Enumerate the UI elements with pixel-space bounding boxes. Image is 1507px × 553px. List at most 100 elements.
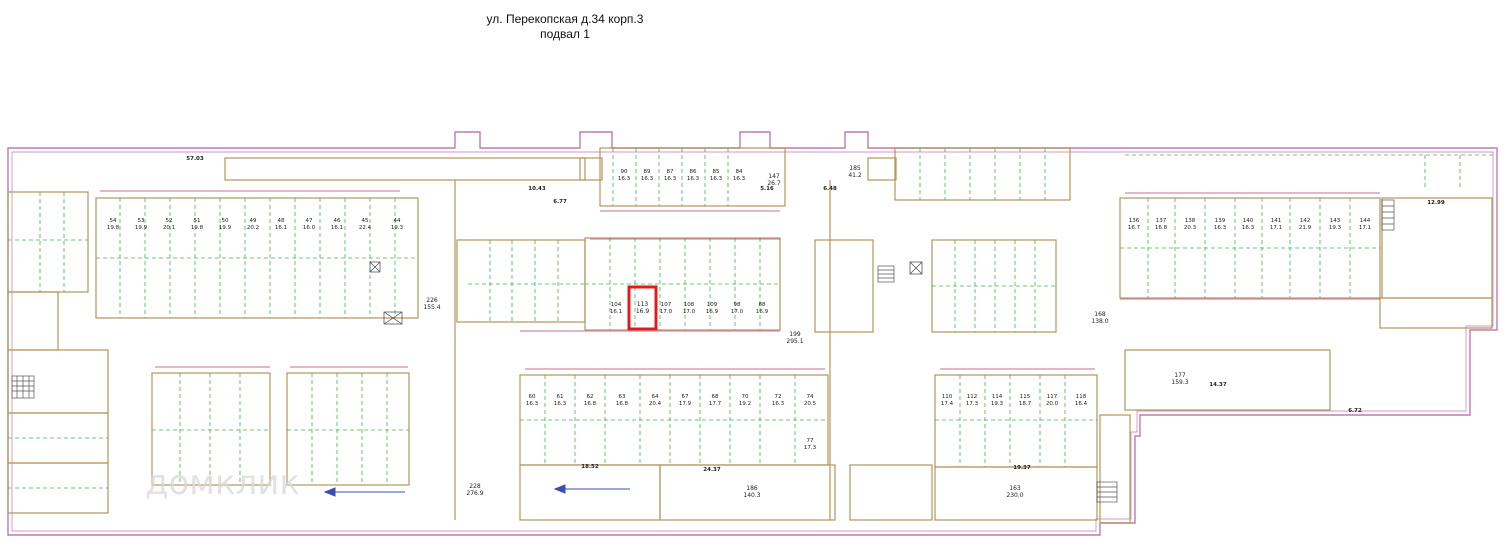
room-area: 19.3	[991, 401, 1004, 407]
highlighted-room-frame[interactable]	[627, 285, 658, 331]
room-row-south-east: 110 17.4 112 17.3 114 19.3 115 18.7 117 …	[941, 394, 1088, 407]
room-id: 52	[166, 218, 173, 224]
room-area: 16.8	[1155, 225, 1168, 231]
room-id: 77	[807, 438, 814, 444]
room-id: 63	[619, 394, 626, 400]
room-area: 159.3	[1171, 379, 1188, 386]
room-area: 16.3	[772, 401, 785, 407]
room-area: 16.3	[618, 176, 631, 182]
room-area: 16.3	[1242, 225, 1255, 231]
room-id: 89	[644, 169, 651, 175]
room-area: 17.1	[1270, 225, 1282, 231]
room-area: 19.2	[739, 401, 751, 407]
room-area: 16.4	[1075, 401, 1088, 407]
room-id: 112	[967, 394, 978, 400]
room-id: 90	[621, 169, 628, 175]
dimension-label: 10.43	[528, 186, 546, 192]
room-area: 276.9	[466, 490, 483, 497]
room-id: 50	[222, 218, 229, 224]
room-area: 16.9	[706, 309, 719, 315]
dimension-label: 19.37	[1013, 465, 1031, 471]
room-area: 17.3	[804, 445, 817, 451]
room-id: 85	[713, 169, 720, 175]
direction-arrow-icon	[323, 484, 630, 497]
room-area: 22.4	[359, 225, 372, 231]
room-area: 140.3	[743, 492, 760, 499]
room-id: 142	[1300, 218, 1311, 224]
room-id: 87	[667, 169, 674, 175]
room-id: 118	[1076, 394, 1087, 400]
room-area: 16.3	[733, 176, 746, 182]
room-id: 108	[684, 302, 695, 308]
room-area: 16.1	[610, 309, 622, 315]
room-area: 20.4	[649, 401, 662, 407]
room-id: 68	[712, 394, 719, 400]
room-id: 45	[362, 218, 369, 224]
storage-cell-grid	[8, 148, 1493, 489]
room-row-west: 54 19.8 53 19.9 52 20.1 51 19.8 50 19.9 …	[107, 218, 404, 231]
room-id: 46	[334, 218, 341, 224]
room-row-top-small: 90 16.3 89 16.3 87 16.3 86 16.3 85 16.3 …	[618, 169, 746, 182]
room-id: 104	[611, 302, 622, 308]
dimension-label: 24.37	[703, 467, 721, 473]
room-id: 115	[1020, 394, 1031, 400]
room-area: 20.0	[1046, 401, 1059, 407]
room-area: 16.3	[664, 176, 677, 182]
room-area: 16.3	[710, 176, 723, 182]
room-area: 18.7	[1019, 401, 1032, 407]
room-area: 17.4	[941, 401, 954, 407]
room-area: 20.3	[1184, 225, 1197, 231]
room-area: 26.7	[767, 180, 781, 187]
room-id: 144	[1360, 218, 1371, 224]
room-area: 19.8	[191, 225, 204, 231]
room-id: 88	[759, 302, 766, 308]
highlighted-room-area: 16.9	[636, 308, 650, 315]
room-id: 185	[849, 165, 861, 172]
room-id: 86	[690, 169, 697, 175]
room-row-south-center: 60 16.3 61 16.3 62 16.8 63 16.8 64 20.4 …	[526, 394, 817, 451]
room-area: 17.3	[966, 401, 979, 407]
room-area: 16.8	[584, 401, 597, 407]
room-id: 54	[110, 218, 117, 224]
dimension-label: 12.99	[1427, 200, 1445, 206]
room-id: 136	[1129, 218, 1140, 224]
ventilation-shaft-icon	[369, 261, 923, 325]
room-area: 17.0	[731, 309, 744, 315]
dimension-label: 6.77	[553, 199, 567, 205]
cell-tag-markers	[100, 190, 1380, 370]
room-area: 17.1	[1359, 225, 1371, 231]
plan-title-address: ул. Перекопская д.34 корп.3	[486, 12, 644, 26]
room-area: 41.2	[848, 172, 862, 179]
room-id: 60	[529, 394, 536, 400]
room-id: 110	[942, 394, 953, 400]
dimension-label: 18.52	[581, 464, 599, 470]
room-id: 72	[775, 394, 782, 400]
room-id: 199	[789, 331, 801, 338]
room-area: 16.1	[275, 225, 287, 231]
room-area: 17.7	[709, 401, 722, 407]
dimension-label: 57.03	[186, 156, 204, 162]
plan-title-floor: подвал 1	[540, 27, 590, 41]
room-area: 16.0	[303, 225, 316, 231]
room-id: 70	[742, 394, 749, 400]
room-area: 19.3	[391, 225, 404, 231]
room-id: 226	[426, 297, 438, 304]
room-id: 117	[1047, 394, 1058, 400]
room-area: 155.4	[423, 304, 440, 311]
room-area: 17.0	[683, 309, 696, 315]
dimension-label: 5.16	[760, 186, 774, 192]
room-id: 67	[682, 394, 689, 400]
dimension-label: 6.72	[1348, 408, 1362, 414]
large-area-labels: 228 276.9 186 140.3 163 230.0 199 295.1 …	[423, 165, 1188, 499]
room-area: 16.1	[331, 225, 343, 231]
room-id: 51	[194, 218, 201, 224]
room-row-upper: 104 16.1 107 17.0 108 17.0 109 16.9 98 1…	[610, 302, 769, 315]
room-id: 138	[1185, 218, 1196, 224]
room-id: 141	[1271, 218, 1282, 224]
highlighted-room-id: 113	[637, 301, 649, 308]
room-id: 186	[746, 485, 758, 492]
room-area: 230.0	[1006, 492, 1023, 499]
room-row-east: 136 16.7 137 16.8 138 20.3 139 16.3 140 …	[1128, 218, 1371, 231]
room-area: 17.0	[660, 309, 673, 315]
